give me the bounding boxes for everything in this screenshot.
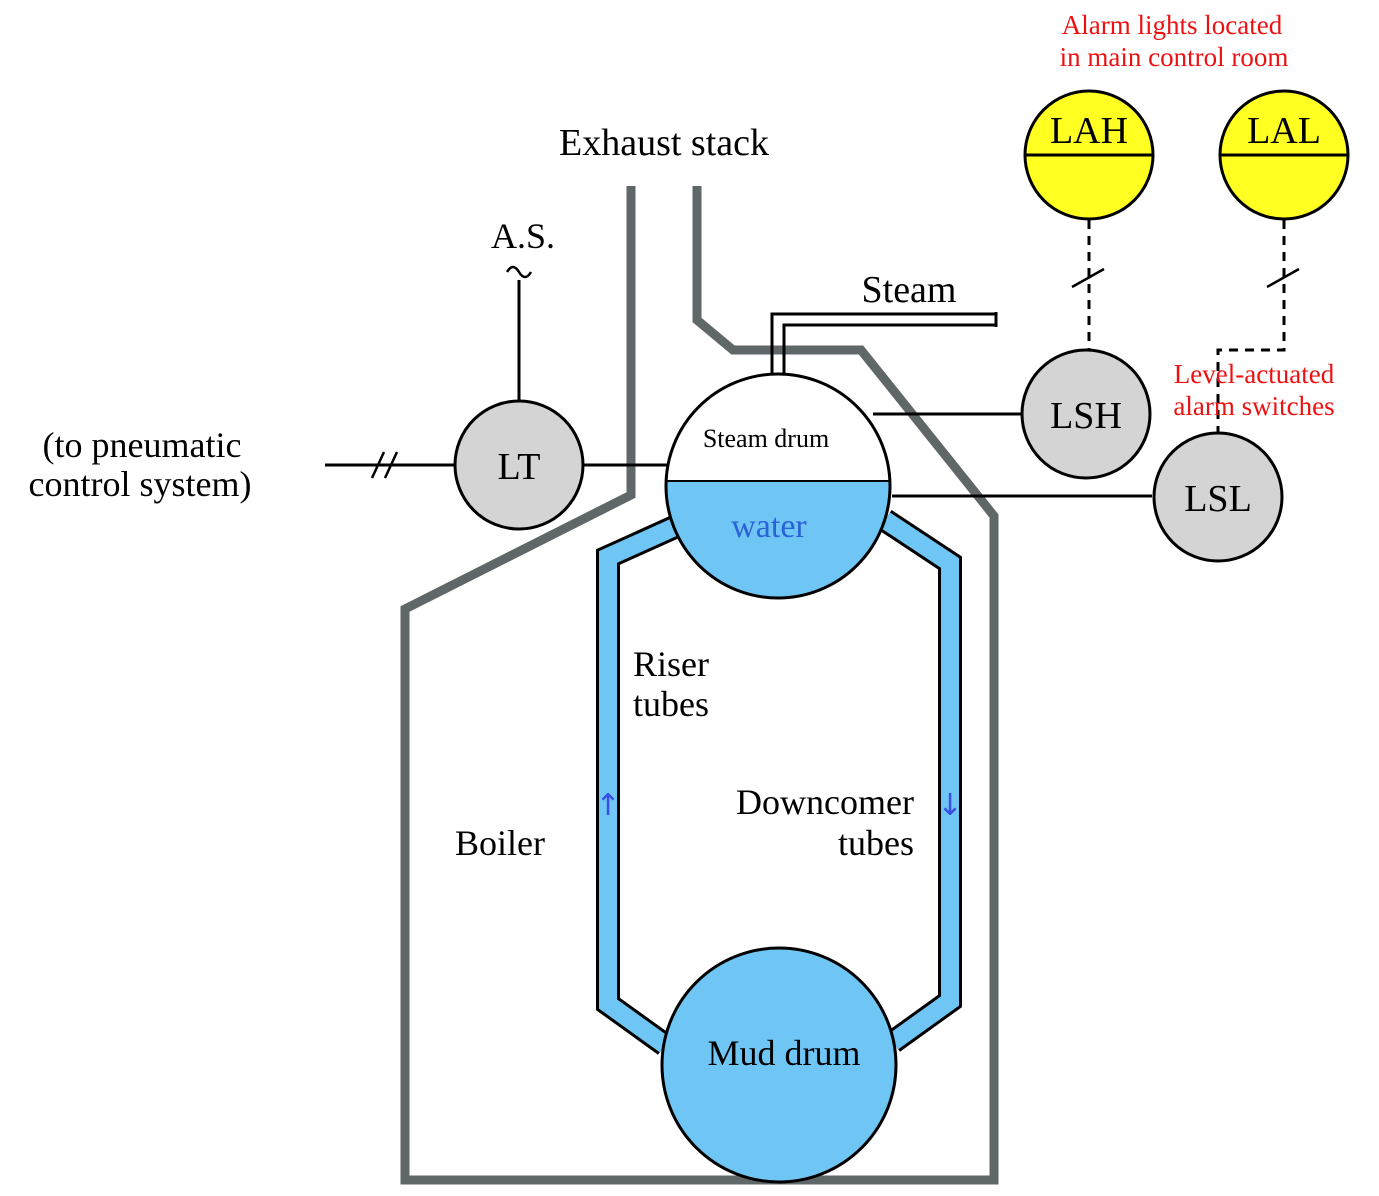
level-transmitter: LT — [453, 399, 585, 531]
downcomer-label-line2: tubes — [838, 823, 914, 863]
lsh-label: LSH — [1050, 395, 1122, 437]
pneumatic-signal-tick — [383, 451, 399, 479]
boiler-label: Boiler — [455, 823, 545, 863]
downcomer-flow-arrow: ↓ — [937, 788, 962, 823]
air-supply-label: A.S. — [491, 216, 555, 256]
lsl-lal-signal-tick — [1266, 267, 1300, 289]
riser-label-line2: tubes — [633, 684, 709, 724]
pneumatic-label-line2: control system) — [29, 464, 252, 504]
downcomer-label-line1: Downcomer — [736, 782, 914, 822]
alarm-switches-note-line1: Level-actuated — [1174, 359, 1335, 389]
pneumatic-signal-tick — [370, 451, 386, 479]
alarm-light-low: LAL — [1218, 89, 1350, 221]
mud-drum-label: Mud drum — [708, 1033, 861, 1073]
lsl-label: LSL — [1184, 478, 1252, 520]
pneumatic-label-line1: (to pneumatic — [43, 425, 242, 465]
downcomer-tube — [880, 512, 959, 1050]
steam-drum-water — [666, 481, 890, 598]
riser-flow-arrow: ↑ — [595, 788, 620, 823]
lsl-lal-signal — [1216, 220, 1286, 432]
lsh-lah-signal-tick — [1071, 267, 1105, 289]
lal-label: LAL — [1247, 110, 1321, 152]
alarm-switches-note-line2: alarm switches — [1173, 391, 1334, 421]
riser-tube-outline — [596, 509, 695, 1055]
riser-tube — [599, 511, 694, 1053]
steam-drum — [664, 372, 892, 600]
water-label: water — [731, 508, 807, 545]
steam-label: Steam — [862, 269, 957, 311]
boiler-wall-left — [400, 186, 999, 1185]
lah-label: LAH — [1050, 110, 1128, 152]
alarm-light-high: LAH — [1023, 89, 1155, 221]
mud-drum — [660, 946, 898, 1184]
lt-label: LT — [498, 446, 541, 488]
exhaust-stack-label: Exhaust stack — [559, 122, 769, 164]
downcomer-tube-outline — [878, 509, 962, 1052]
alarm-lights-note-line1: Alarm lights located — [1062, 10, 1283, 40]
riser-label-line1: Riser — [633, 644, 709, 684]
air-supply-tilde — [505, 265, 533, 279]
level-switch-high: LSH — [1020, 348, 1152, 480]
level-switch-low: LSL — [1152, 431, 1284, 563]
alarm-lights-note-line2: in main control room — [1060, 42, 1289, 72]
steam-drum-label: Steam drum — [703, 424, 829, 453]
steam-pipe — [770, 312, 998, 375]
